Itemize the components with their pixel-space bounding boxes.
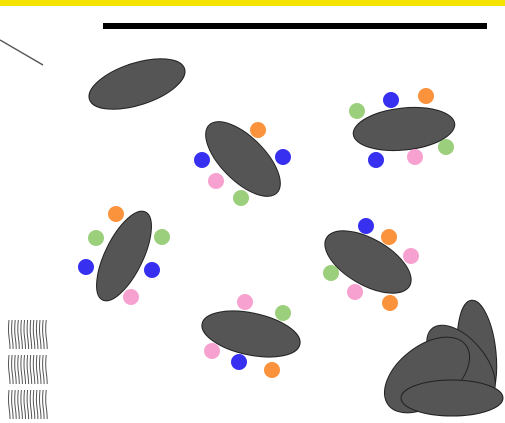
chair-green[interactable] xyxy=(438,139,454,155)
stair-stroke xyxy=(18,355,20,384)
stair-stroke xyxy=(24,320,26,349)
table-center-left[interactable] xyxy=(194,110,293,209)
chair-green[interactable] xyxy=(275,305,291,321)
chair-pink[interactable] xyxy=(123,289,139,305)
stair-stroke xyxy=(12,320,14,349)
stair-stroke xyxy=(30,355,32,384)
table-bottom[interactable] xyxy=(198,294,305,378)
stair-stroke xyxy=(36,355,38,384)
stair-stroke xyxy=(27,320,29,349)
stair-stroke xyxy=(15,390,17,419)
top-bar xyxy=(0,0,505,6)
stair-stroke xyxy=(12,390,14,419)
chair-green[interactable] xyxy=(233,190,249,206)
stair-stroke xyxy=(33,355,35,384)
stair-stroke xyxy=(15,320,17,349)
stair-stroke xyxy=(40,390,42,419)
stair-stroke xyxy=(43,320,45,349)
chair-pink[interactable] xyxy=(407,149,423,165)
stair-stroke xyxy=(15,355,17,384)
chair-blue[interactable] xyxy=(194,152,210,168)
chair-orange[interactable] xyxy=(381,229,397,245)
chair-blue[interactable] xyxy=(358,218,374,234)
stair-stroke xyxy=(33,390,35,419)
stair-stroke xyxy=(9,390,11,419)
chair-green[interactable] xyxy=(349,103,365,119)
stair-stroke xyxy=(21,320,23,349)
stair-stroke xyxy=(33,320,35,349)
stair-stroke xyxy=(12,355,14,384)
stacked-table-top[interactable] xyxy=(401,380,503,416)
stair-stroke xyxy=(40,320,42,349)
chair-orange[interactable] xyxy=(264,362,280,378)
stairs-icon xyxy=(9,320,48,419)
chair-blue[interactable] xyxy=(144,262,160,278)
stair-stroke xyxy=(21,390,23,419)
stair-stroke xyxy=(36,390,38,419)
stair-stroke xyxy=(9,355,11,384)
chair-green[interactable] xyxy=(88,230,104,246)
table-top[interactable] xyxy=(83,49,191,120)
chair-orange[interactable] xyxy=(418,88,434,104)
chair-green[interactable] xyxy=(154,229,170,245)
stair-stroke xyxy=(30,390,32,419)
chair-pink[interactable] xyxy=(347,284,363,300)
table-left[interactable] xyxy=(78,204,170,309)
chair-orange[interactable] xyxy=(108,206,124,222)
stair-stroke xyxy=(43,390,45,419)
stair-stroke xyxy=(9,320,11,349)
stair-stroke xyxy=(46,355,48,384)
chair-pink[interactable] xyxy=(403,248,419,264)
stair-stroke xyxy=(18,390,20,419)
chair-orange[interactable] xyxy=(250,122,266,138)
chair-blue[interactable] xyxy=(368,152,384,168)
chair-orange[interactable] xyxy=(382,295,398,311)
stair-stroke xyxy=(27,390,29,419)
chair-green[interactable] xyxy=(323,265,339,281)
stair-stroke xyxy=(24,390,26,419)
stacked-tables[interactable] xyxy=(371,298,505,423)
stair-stroke xyxy=(46,390,48,419)
stair-stroke xyxy=(21,355,23,384)
chair-blue[interactable] xyxy=(231,354,247,370)
stair-stroke xyxy=(27,355,29,384)
stair-stroke xyxy=(24,355,26,384)
stair-stroke xyxy=(46,320,48,349)
table-empty[interactable] xyxy=(83,49,191,120)
chair-pink[interactable] xyxy=(204,343,220,359)
table-top-right[interactable] xyxy=(349,88,457,168)
stair-stroke xyxy=(18,320,20,349)
chair-blue[interactable] xyxy=(78,259,94,275)
chair-blue[interactable] xyxy=(383,92,399,108)
chair-pink[interactable] xyxy=(208,173,224,189)
chair-pink[interactable] xyxy=(237,294,253,310)
door-swing-line xyxy=(0,40,43,65)
stair-stroke xyxy=(43,355,45,384)
stair-stroke xyxy=(40,355,42,384)
stair-stroke xyxy=(36,320,38,349)
table-right[interactable] xyxy=(315,218,421,311)
stair-stroke xyxy=(30,320,32,349)
table-top[interactable] xyxy=(85,204,162,309)
chair-blue[interactable] xyxy=(275,149,291,165)
